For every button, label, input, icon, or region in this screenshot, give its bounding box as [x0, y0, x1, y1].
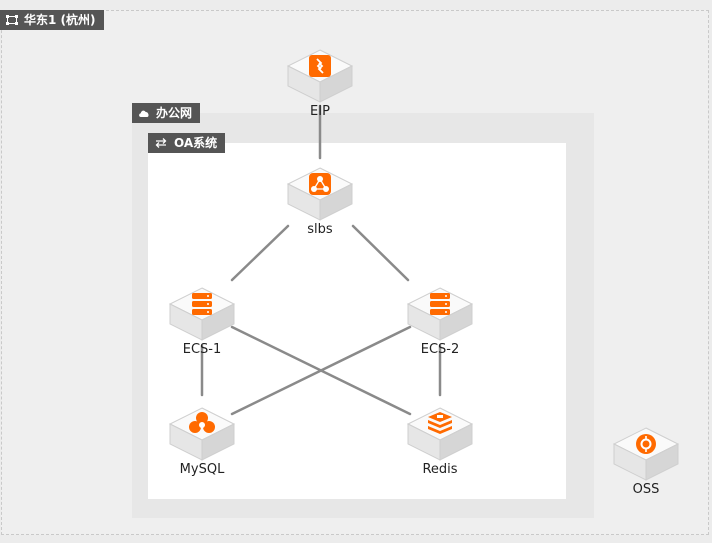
edge-ecs2-mysql — [230, 325, 412, 416]
exchange-icon — [155, 137, 167, 148]
node-redis[interactable]: Redis — [404, 404, 476, 486]
database-icon — [189, 412, 215, 433]
vpc-label: 办公网 — [156, 106, 193, 120]
cube-shape — [286, 167, 354, 221]
region-label: 华东1 (杭州) — [24, 13, 96, 27]
cache-icon — [428, 412, 452, 434]
edge-slbs-ecs1 — [230, 224, 290, 282]
cloud-icon — [139, 110, 149, 117]
storage-icon — [636, 434, 656, 454]
load-balancer-icon — [309, 173, 331, 195]
cube-shape — [406, 407, 474, 461]
edge-slbs-ecs2 — [351, 224, 410, 282]
server-icon — [192, 293, 212, 315]
server-icon — [430, 293, 450, 315]
node-label: slbs — [307, 222, 333, 237]
node-ecs2[interactable]: ECS-2 — [404, 284, 476, 366]
node-oss[interactable]: OSS — [610, 424, 682, 506]
region-icon — [6, 14, 18, 25]
node-label: Redis — [422, 462, 458, 477]
subnet-label: OA系统 — [174, 136, 218, 150]
node-mysql[interactable]: MySQL — [166, 404, 238, 486]
node-eip[interactable]: EIP — [284, 46, 356, 128]
cube-shape — [286, 49, 354, 103]
node-label: EIP — [310, 104, 330, 119]
cube-shape — [168, 287, 236, 341]
node-ecs1[interactable]: ECS-1 — [166, 284, 238, 366]
node-label: OSS — [632, 482, 660, 497]
vpc-tag[interactable]: 办公网 — [132, 103, 201, 123]
node-label: MySQL — [179, 462, 225, 477]
cube-shape — [406, 287, 474, 341]
eip-icon — [309, 55, 331, 77]
node-label: ECS-2 — [420, 342, 460, 357]
node-slbs[interactable]: slbs — [284, 164, 356, 246]
subnet-tag[interactable]: OA系统 — [148, 133, 226, 153]
region-tag[interactable]: 华东1 (杭州) — [0, 10, 104, 30]
node-label: ECS-1 — [182, 342, 222, 357]
